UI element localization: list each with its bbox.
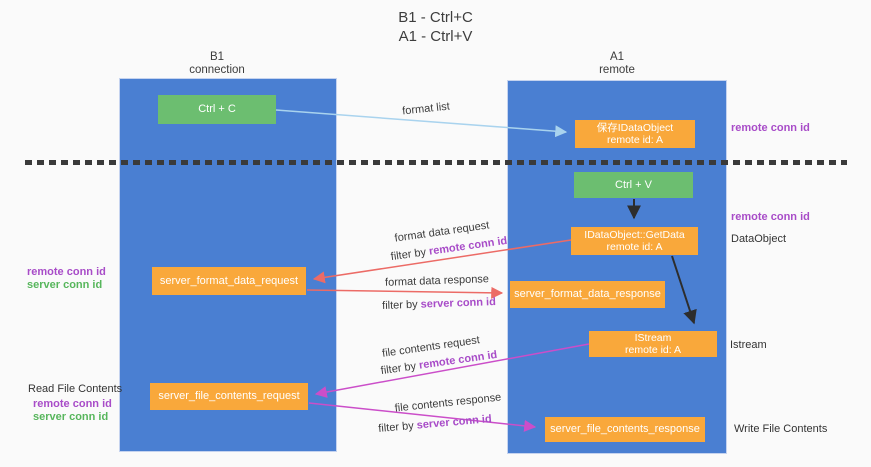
save-idataobject-box: 保存IDataObject remote id: A [575, 120, 695, 148]
idataobject-getdata-box: IDataObject::GetData remote id: A [571, 227, 698, 255]
save-idataobject-line1: 保存IDataObject [596, 121, 674, 134]
diagram-title: B1 - Ctrl+C A1 - Ctrl+V [0, 8, 871, 46]
filter-by-prefix: filter by [377, 419, 418, 435]
lane-b1-subtitle: connection [189, 63, 245, 76]
dataobject-note: DataObject [731, 233, 787, 245]
istream-line1: IStream [634, 331, 672, 344]
istream-line2: remote id: A [624, 344, 682, 356]
title-line-2: A1 - Ctrl+V [398, 28, 473, 45]
server-file-contents-request-box: server_file_contents_request [150, 383, 308, 410]
save-idataobject-line2: remote id: A [606, 134, 664, 146]
ctrl-c-label: Ctrl + C [198, 103, 236, 115]
server-format-data-response-box: server_format_data_response [510, 281, 665, 308]
remote-conn-id-note-mid: remote conn id [731, 211, 810, 223]
lane-header-a1: A1 remote [517, 51, 717, 76]
format-list-label: format list [401, 100, 451, 118]
filter-by-prefix: filter by [381, 298, 421, 312]
format-response-label: server_format_data_response [514, 288, 661, 300]
server-file-contents-response-box: server_file_contents_response [545, 417, 705, 442]
getdata-line2: remote id: A [606, 241, 663, 253]
server-conn-id-note-left1: server conn id [27, 279, 103, 291]
format-data-response-filter-label: filter by server conn id [382, 296, 496, 312]
filter-by-prefix: filter by [390, 245, 430, 264]
server-format-data-request-box: server_format_data_request [152, 267, 306, 295]
file-request-label: server_file_contents_request [158, 390, 300, 402]
istream-note: Istream [730, 339, 767, 351]
remote-conn-id-note-top: remote conn id [731, 122, 810, 134]
server-conn-id-note-left2: server conn id [33, 411, 109, 423]
remote-conn-id-note-left2: remote conn id [33, 398, 112, 410]
ctrl-c-box: Ctrl + C [158, 95, 276, 124]
ctrl-v-box: Ctrl + V [574, 172, 693, 198]
title-line-1: B1 - Ctrl+C [398, 9, 473, 26]
remote-conn-id-note-left1: remote conn id [27, 266, 106, 278]
ctrl-v-label: Ctrl + V [615, 178, 652, 191]
getdata-line1: IDataObject::GetData [584, 228, 685, 241]
format-request-label: server_format_data_request [159, 274, 299, 287]
file-contents-response-label: file contents response [394, 391, 502, 415]
write-file-contents-note: Write File Contents [734, 423, 828, 435]
lane-a1-subtitle: remote [599, 63, 635, 76]
server-conn-id-text: server conn id [416, 413, 493, 432]
file-contents-response-filter-label: filter by server conn id [378, 413, 492, 435]
format-data-response-label: format data response [384, 273, 490, 289]
lane-a1-title: A1 [609, 51, 625, 63]
read-file-contents-note: Read File Contents [28, 383, 123, 395]
istream-box: IStream remote id: A [589, 331, 717, 357]
file-response-label: server_file_contents_response [550, 423, 700, 435]
lane-b1-title: B1 [209, 51, 225, 63]
filter-by-prefix: filter by [380, 359, 420, 378]
dashed-divider [25, 160, 847, 165]
server-conn-id-text: server conn id [420, 296, 497, 311]
lane-header-b1: B1 connection [117, 51, 317, 76]
